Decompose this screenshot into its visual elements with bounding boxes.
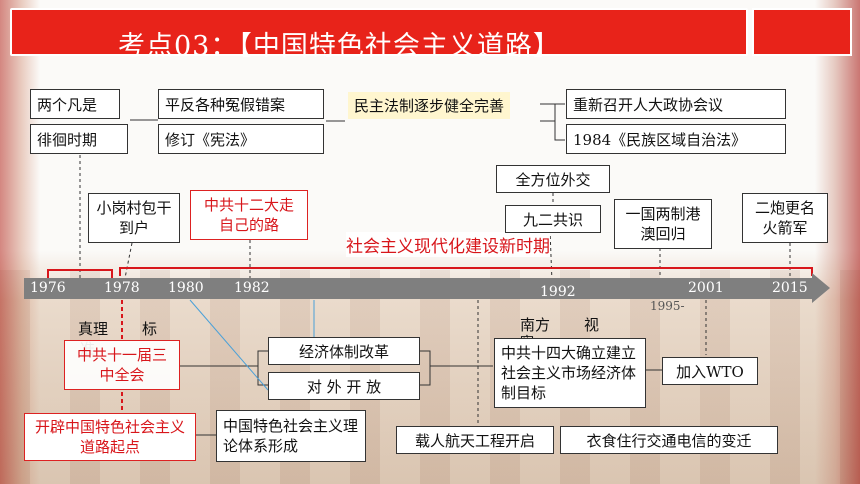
box-text: 对 外 开 放 <box>306 377 382 396</box>
box-text: 中共十二大走自己的路 <box>203 196 294 234</box>
period-label: 社会主义现代化建设新时期 <box>346 232 550 257</box>
box-text: 修订《宪法》 <box>165 130 256 149</box>
box-quanfangwei: 全方位外交 <box>496 165 610 193</box>
box-pingfan: 平反各种冤假错案 <box>158 89 324 119</box>
box-text: 衣食住行交通电信的变迁 <box>586 431 752 450</box>
box-renda: 重新召开人大政协会议 <box>566 89 786 119</box>
box-text: 徘徊时期 <box>37 130 98 149</box>
box-shiyijie-sanzhong: 中共十一届三中全会 <box>64 340 180 390</box>
box-kaipi: 开辟中国特色社会主义道路起点 <box>24 413 196 461</box>
year-1980: 1980 <box>168 280 204 296</box>
box-shier-da: 中共十二大走自己的路 <box>190 190 308 240</box>
box-shisida: 中共十四大确立建立社会主义市场经济体制目标 <box>494 338 646 408</box>
box-text: 加入WTO <box>676 362 744 381</box>
box-liangge-fanshi: 两个凡是 <box>30 89 120 119</box>
box-text: 中共十四大确立建立社会主义市场经济体制目标 <box>501 344 637 402</box>
year-1995: 1995- <box>650 299 685 313</box>
year-1982: 1982 <box>234 280 270 296</box>
box-text: 二炮更名火箭军 <box>754 199 815 237</box>
box-text: 平反各种冤假错案 <box>165 95 286 114</box>
box-text: 开辟中国特色社会主义道路起点 <box>34 418 185 456</box>
box-duiwai-kaifang: 对 外 开 放 <box>268 372 420 400</box>
title-bar: 考点03：【中国特色社会主义道路】 <box>10 8 748 62</box>
box-text: 载人航天工程开启 <box>414 431 535 450</box>
year-2001: 2001 <box>688 280 724 296</box>
box-yiguo-liangzhi: 一国两制港澳回归 <box>614 199 712 249</box>
shi-label: 视 <box>584 316 600 334</box>
box-text: 九二共识 <box>522 210 583 229</box>
title-decoration <box>752 8 852 56</box>
box-text: 一国两制港澳回归 <box>625 205 701 243</box>
box-text: 中共十一届三中全会 <box>76 346 167 384</box>
nanfang-label: 南方 <box>520 316 551 334</box>
box-yishi-zhuxing: 衣食住行交通电信的变迁 <box>560 426 778 454</box>
box-xiaogang: 小岗村包干到户 <box>88 193 180 243</box>
minzhu-label: 民主法制逐步健全完善 <box>348 92 511 119</box>
box-paihuai: 徘徊时期 <box>30 124 128 154</box>
box-zairen-hangtian: 载人航天工程开启 <box>396 426 554 454</box>
year-1976: 1976 <box>30 280 66 296</box>
zhenli-label: 真理 <box>78 320 109 338</box>
box-text: 小岗村包干到户 <box>96 199 172 237</box>
biao-label: 标 <box>142 320 158 338</box>
box-erpao: 二炮更名火箭军 <box>742 193 828 243</box>
year-1992: 1992 <box>540 284 576 300</box>
year-2015: 2015 <box>772 280 808 296</box>
box-jiuer: 九二共识 <box>505 205 601 233</box>
timeline-axis <box>24 278 814 299</box>
box-xiuding: 修订《宪法》 <box>158 124 324 154</box>
timeline-arrow-head <box>812 273 830 303</box>
box-text: 全方位外交 <box>515 170 591 189</box>
box-text: 1984《民族区域自治法》 <box>573 130 747 149</box>
box-text: 重新召开人大政协会议 <box>573 95 724 114</box>
page-title: 考点03：【中国特色社会主义道路】 <box>118 31 561 62</box>
box-minzu: 1984《民族区域自治法》 <box>566 124 786 154</box>
box-jingji-gaige: 经济体制改革 <box>268 337 420 365</box>
box-lilun-tixi: 中国特色社会主义理论体系形成 <box>216 410 366 462</box>
year-1978: 1978 <box>104 280 140 296</box>
box-wto: 加入WTO <box>662 357 758 385</box>
box-text: 中国特色社会主义理论体系形成 <box>223 417 359 455</box>
box-text: 两个凡是 <box>37 95 98 114</box>
box-text: 经济体制改革 <box>298 342 389 361</box>
